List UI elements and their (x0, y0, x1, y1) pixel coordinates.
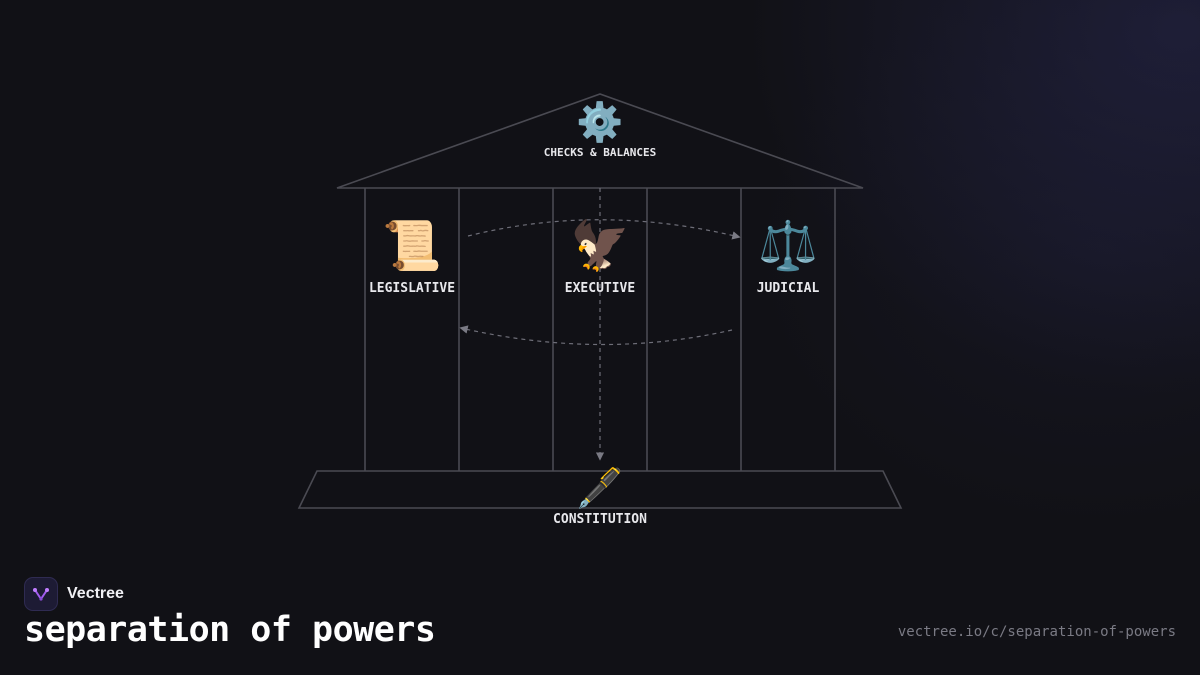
constitution-label: CONSTITUTION (553, 512, 647, 527)
scales-icon: ⚖️ (758, 218, 818, 274)
scroll-icon: 📜 (382, 218, 442, 274)
page-title: separation of powers (24, 610, 436, 650)
checks-and-balances-label: CHECKS & BALANCES (543, 146, 657, 159)
gear-icon: ⚙️ (576, 100, 624, 144)
page-url[interactable]: vectree.io/c/separation-of-powers (897, 624, 1176, 640)
executive-label: EXECUTIVE (564, 281, 636, 296)
brand[interactable]: Vectree (24, 577, 124, 611)
temple-base (297, 470, 903, 509)
temple-columns (364, 188, 836, 471)
brand-name: Vectree (67, 585, 124, 602)
legislative-label: LEGISLATIVE (368, 281, 456, 296)
fountain-pen-icon: 🖋️ (576, 466, 624, 510)
arrow-legislative-to-judicial (467, 219, 741, 240)
eagle-icon: 🦅 (570, 218, 630, 274)
judicial-label: JUDICIAL (756, 281, 820, 296)
arrow-judicial-to-legislative (459, 325, 733, 346)
vectree-logo-icon (24, 577, 58, 611)
